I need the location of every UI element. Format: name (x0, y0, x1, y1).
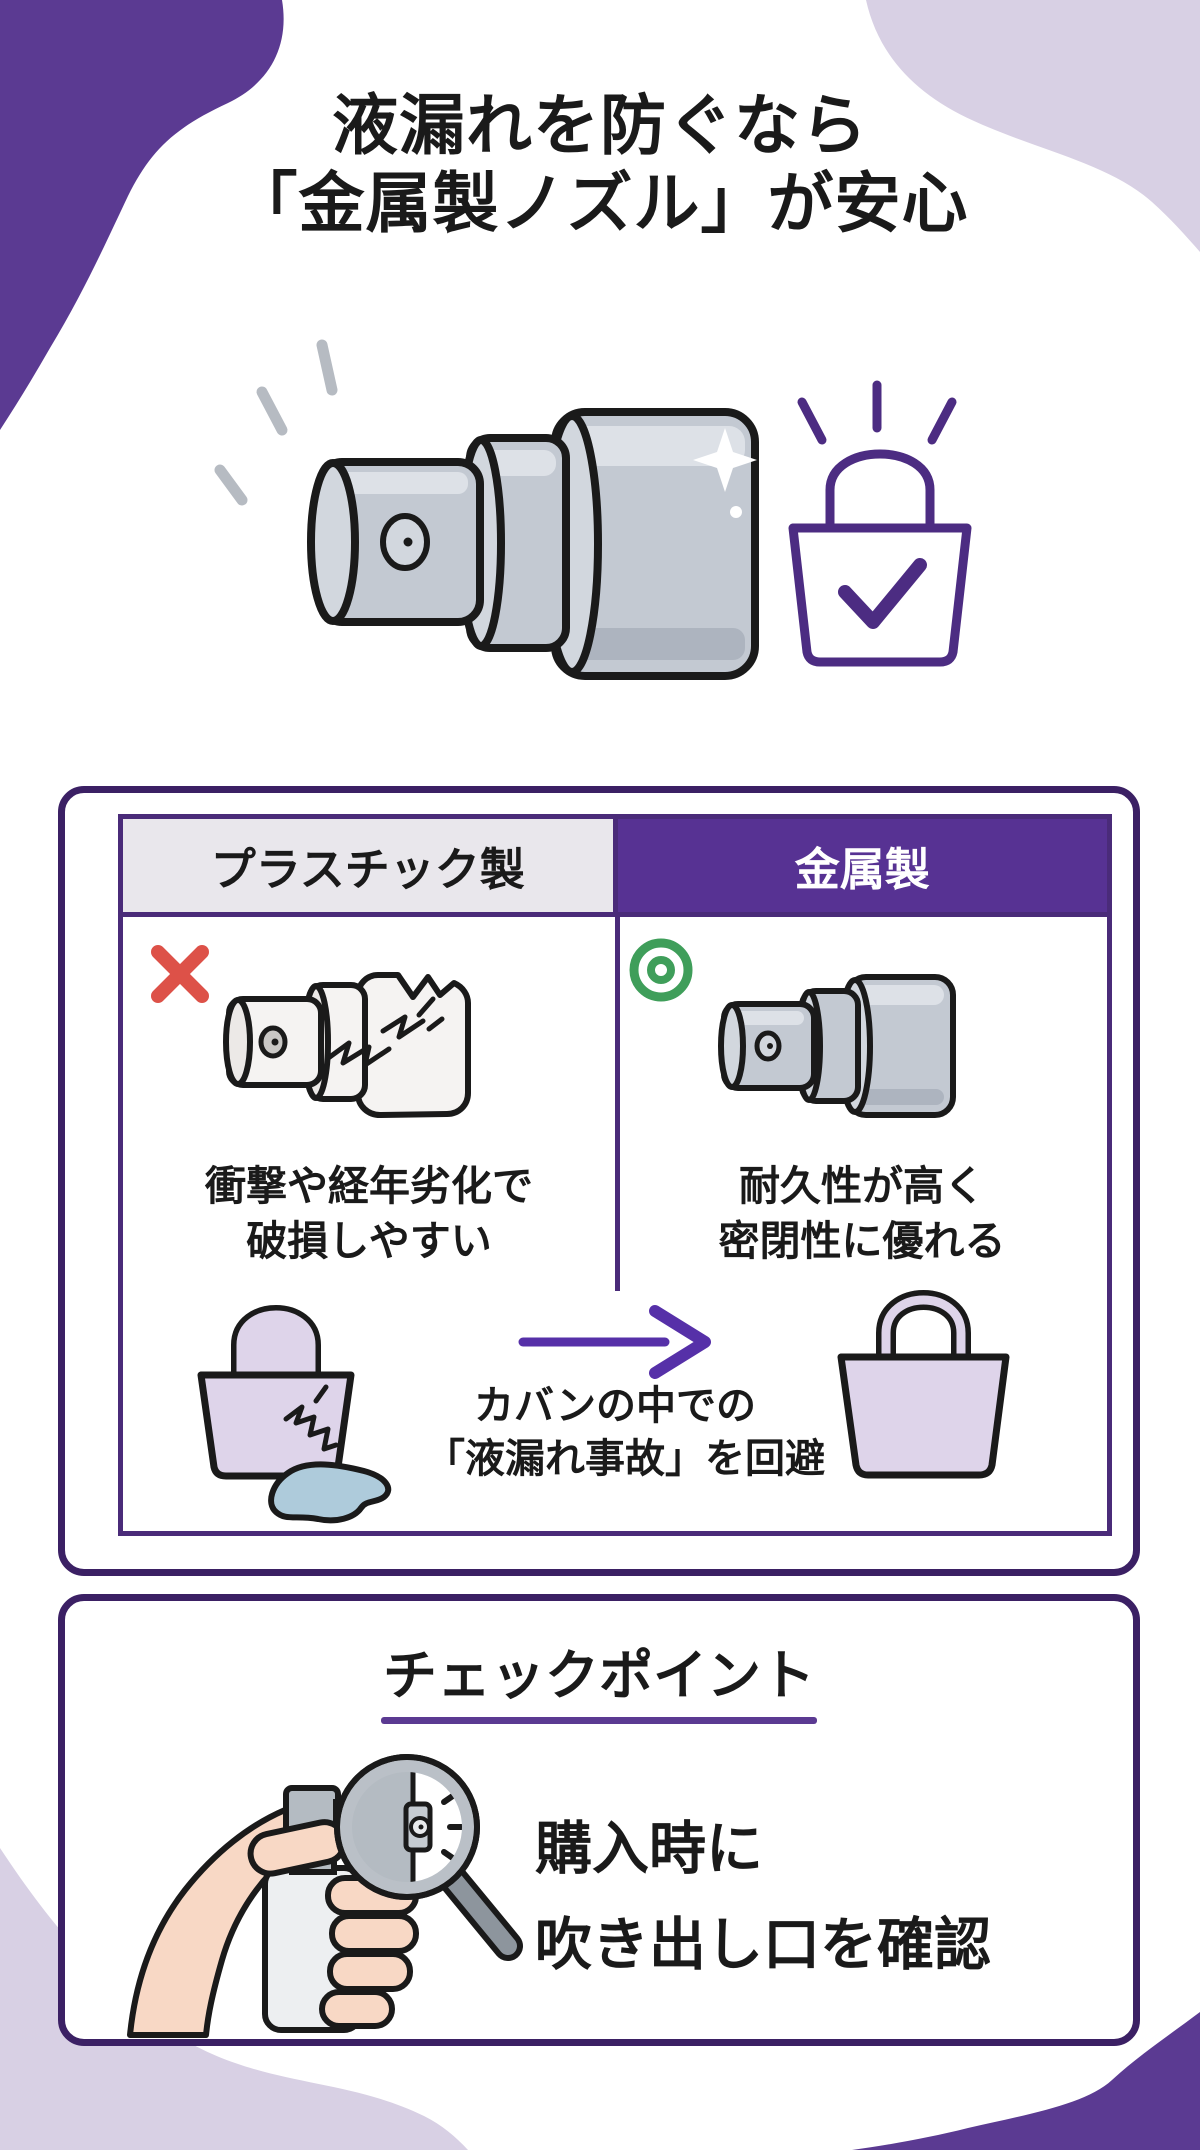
fingers (319, 1875, 419, 2029)
comparison-card: プラスチック製 金属製 衝撃や経年劣化で 破損しやすい (58, 786, 1140, 1576)
arrow-right-icon (518, 1305, 711, 1379)
metal-caption: 耐久性が高く 密閉性に優れる (718, 1163, 1006, 1264)
checkpoint-note: 購入時に 吹き出し口を確認 (535, 1817, 991, 1977)
comparison-table: プラスチック製 金属製 衝撃や経年劣化で 破損しやすい (118, 814, 1112, 1536)
shine-dashes-icon (214, 339, 338, 506)
check-icon (838, 558, 927, 629)
bag-crack-lines (283, 1384, 339, 1452)
sparkle-lines-icon (797, 380, 957, 445)
hand-spray-magnifier-illustration (127, 1754, 523, 2038)
clean-bag-illustration (837, 1290, 1010, 1479)
comparison-table-header: プラスチック製 金属製 (123, 819, 1107, 917)
sparkle-icon (693, 428, 757, 492)
result-caption: カバンの中での 「液漏れ事故」を回避 (425, 1384, 825, 1481)
leaking-bag-illustration (197, 1305, 392, 1524)
blob-bottom-right (852, 2012, 1200, 2150)
header-metal: 金属製 (617, 819, 1107, 917)
crack-lines (324, 996, 445, 1068)
liquid-puddle (268, 1461, 392, 1524)
checkpoint-card: チェックポイント (58, 1594, 1140, 2046)
blob-bottom-left (0, 1848, 468, 2150)
page-title: 液漏れを防ぐなら 「金属製ノズル」が安心 (0, 86, 1200, 242)
blob-top-right (866, 0, 1200, 252)
double-circle-icon (629, 938, 693, 1002)
header-plastic: プラスチック製 (123, 819, 618, 917)
bag-check-icon (788, 380, 972, 667)
page-title-line1: 液漏れを防ぐなら (332, 88, 868, 162)
plastic-caption: 衝撃や経年劣化で 破損しやすい (205, 1163, 533, 1264)
column-divider (615, 917, 620, 1291)
cracked-plastic-nozzle-illustration (223, 972, 471, 1118)
metal-nozzle-hero-illustration (214, 339, 759, 680)
checkpoint-heading: チェックポイント (383, 1646, 815, 1706)
page-title-line2: 「金属製ノズル」が安心 (231, 166, 969, 240)
cross-icon (151, 945, 209, 1003)
magnifier-lens (334, 1754, 480, 1900)
blob-top-left (0, 0, 284, 430)
metal-nozzle-illustration (718, 974, 956, 1118)
checkpoint-underline (381, 1717, 817, 1724)
